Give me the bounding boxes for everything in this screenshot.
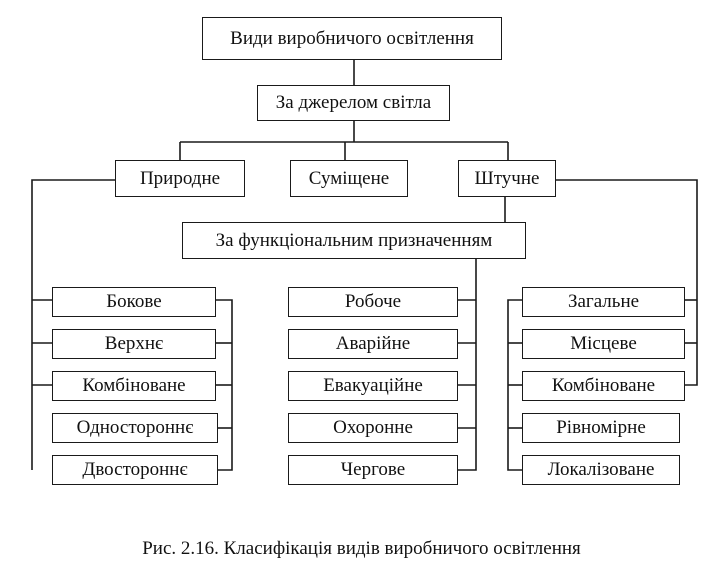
artificial-type-4: Рівномірне bbox=[522, 413, 680, 443]
by-source-node: За джерелом світла bbox=[257, 85, 450, 121]
function-type-3: Евакуаційне bbox=[288, 371, 458, 401]
function-type-1: Робоче bbox=[288, 287, 458, 317]
natural-type-5: Двостороннє bbox=[52, 455, 218, 485]
artificial-type-2: Місцеве bbox=[522, 329, 685, 359]
artificial-type-3: Комбіноване bbox=[522, 371, 685, 401]
natural-type-2: Верхнє bbox=[52, 329, 216, 359]
combined-node: Суміщене bbox=[290, 160, 408, 197]
by-function-node: За функціональним призначенням bbox=[182, 222, 526, 259]
root-node: Види виробничого освітлення bbox=[202, 17, 502, 60]
figure-caption: Рис. 2.16. Класифікація видів виробничог… bbox=[142, 538, 581, 559]
natural-type-3: Комбіноване bbox=[52, 371, 216, 401]
natural-type-1: Бокове bbox=[52, 287, 216, 317]
function-type-2: Аварійне bbox=[288, 329, 458, 359]
artificial-type-5: Локалізоване bbox=[522, 455, 680, 485]
artificial-node: Штучне bbox=[458, 160, 556, 197]
natural-type-4: Одностороннє bbox=[52, 413, 218, 443]
function-type-4: Охоронне bbox=[288, 413, 458, 443]
artificial-type-1: Загальне bbox=[522, 287, 685, 317]
natural-node: Природне bbox=[115, 160, 245, 197]
function-type-5: Чергове bbox=[288, 455, 458, 485]
